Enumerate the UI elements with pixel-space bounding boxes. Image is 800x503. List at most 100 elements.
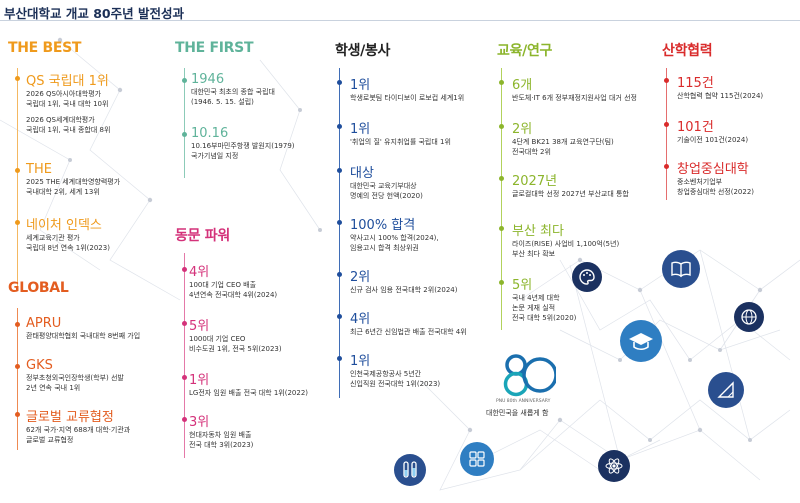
item-desc: 임용고시 합격 최상위권 (350, 244, 419, 252)
timeline-dot (337, 80, 342, 85)
timeline-dot (15, 364, 20, 369)
item-heading: 창업중심대학 (677, 162, 749, 177)
timeline-dot (182, 267, 187, 272)
book-icon (662, 250, 700, 288)
industry-cooperation-section: 산학협력 115건 산학협력 협약 115건(2024) 101건 기술이전 1… (662, 40, 797, 210)
timeline-dot (664, 78, 669, 83)
item-desc: 전국 대학 5위(2020) (512, 314, 577, 322)
item-desc: 약사고시 100% 합격(2024), (350, 234, 439, 242)
item-desc: 대한민국 최초의 종합 국립대 (191, 88, 275, 96)
the-best-timeline (17, 68, 18, 290)
item-desc: 국내 4년제 대학 (512, 294, 560, 302)
the-best-title: THE BEST (8, 40, 82, 56)
item-desc: 라이즈(RISE) 사업비 1,100억(5년) (512, 240, 620, 248)
timeline-dot (15, 76, 20, 81)
graduation-cap-icon (620, 320, 662, 362)
item-desc: 반도체·IT 6개 정부재정지원사업 대거 선정 (512, 94, 637, 102)
item-desc: 2년 연속 국내 1위 (26, 384, 81, 392)
item-desc: 학생로봇팀 타이디보이 로보컵 세계1위 (350, 94, 465, 102)
logo-subtitle: PNU 80th ANNIVERSARY (496, 399, 551, 404)
logo-caption: 대한민국을 새롭게 함 (486, 409, 549, 417)
item-desc: 환태평양대학협회 국내대학 8번째 가입 (26, 332, 141, 340)
atom-icon (598, 450, 630, 482)
item-desc: LG전자 임원 배출 전국 대학 1위(2022) (189, 389, 309, 397)
the-best-section: THE BEST QS 국립대 1위 2026 QS아시아대학평가 국립대 1위… (8, 40, 168, 290)
item-desc: 2025 THE 세계대학영향력평가 (26, 178, 121, 186)
timeline-dot (337, 272, 342, 277)
item-heading: 10.16 (191, 126, 229, 141)
item-heading: 1946 (191, 72, 225, 87)
item-heading: 3위 (189, 415, 210, 430)
timeline-dot (182, 417, 187, 422)
item-desc: 신입직원 전국대학 1위(2023) (350, 380, 441, 388)
item-desc: 글로컬대학 선정 2027년 부산교대 통합 (512, 190, 629, 198)
item-desc: 4단계 BK21 38개 교육연구단(팀) (512, 138, 614, 146)
timeline-dot (337, 168, 342, 173)
item-heading: 2위 (512, 122, 533, 137)
item-desc: 4년연속 전국대학 4위(2024) (189, 291, 278, 299)
timeline-dot (499, 280, 504, 285)
palette-icon (572, 262, 602, 292)
calculator-icon (460, 442, 494, 476)
item-heading: 4위 (189, 265, 210, 280)
timeline-dot (664, 122, 669, 127)
item-desc: 글로벌 교류협정 (26, 436, 74, 444)
global-section: GLOBAL APRU 환태평양대학협회 국내대학 8번째 가입 GKS 정부초… (8, 280, 173, 450)
timeline-dot (337, 220, 342, 225)
globe-icon (734, 302, 764, 332)
item-heading: QS 국립대 1위 (26, 74, 109, 89)
anniversary-80-logo (500, 352, 558, 402)
alumni-power-section: 동문 파워 4위 100대 기업 CEO 배출 4년연속 전국대학 4위(202… (175, 225, 325, 465)
industry-timeline (666, 68, 667, 200)
timeline-dot (182, 375, 187, 380)
timeline-dot (15, 168, 20, 173)
timeline-dot (499, 124, 504, 129)
item-heading: 5위 (512, 278, 533, 293)
item-heading: 101건 (677, 120, 714, 135)
test-tubes-icon (394, 454, 426, 486)
ruler-triangle-icon (708, 372, 744, 408)
item-desc: '취업의 질' 유지취업률 국립대 1위 (350, 138, 451, 146)
item-desc: 신규 검사 임용 전국대학 2위(2024) (350, 286, 458, 294)
item-desc: 2026 QS세계대학평가 (26, 116, 95, 124)
alumni-power-title: 동문 파워 (175, 228, 230, 244)
timeline-dot (182, 321, 187, 326)
item-desc: 국내대학 2위, 세계 13위 (26, 188, 100, 196)
item-desc: 전국대학 2위 (512, 148, 551, 156)
item-heading: 글로벌 교류협정 (26, 410, 114, 425)
timeline-dot (15, 220, 20, 225)
item-desc: 부산 최다 확보 (512, 250, 556, 258)
item-desc: 명예의 전당 헌액(2020) (350, 192, 423, 200)
the-first-title: THE FIRST (175, 40, 254, 56)
timeline-dot (499, 226, 504, 231)
item-heading: APRU (26, 316, 62, 331)
item-desc: 62개 국가·지역 688개 대학·기관과 (26, 426, 131, 434)
education-timeline (501, 68, 502, 330)
item-heading: THE (26, 162, 52, 177)
item-desc: 국립대 1위, 국내 종합대 8위 (26, 126, 111, 134)
global-timeline (17, 308, 18, 450)
item-desc: 비수도권 1위, 전국 5위(2023) (189, 345, 282, 353)
student-service-section: 학생/봉사 1위 학생로봇팀 타이디보이 로보컵 세계1위 1위 '취업의 질'… (335, 40, 495, 400)
logo-80-mark (503, 354, 558, 397)
student-timeline (339, 68, 340, 398)
item-desc: 현대자동차 임원 배출 (189, 431, 252, 439)
item-desc: 논문 게재 실적 (512, 304, 556, 312)
timeline-dot (499, 176, 504, 181)
item-heading: 부산 최다 (512, 224, 564, 239)
item-heading: 1위 (350, 354, 371, 369)
item-heading: 100% 합격 (350, 218, 416, 233)
item-heading: 5위 (189, 319, 210, 334)
item-desc: 국립대 8년 연속 1위(2023) (26, 244, 110, 252)
timeline-dot (499, 80, 504, 85)
item-desc: 100대 기업 CEO 배출 (189, 281, 257, 289)
item-heading: 2027년 (512, 174, 558, 189)
industry-cooperation-title: 산학협력 (662, 43, 713, 59)
item-desc: 전국 대학 3위(2023) (189, 441, 254, 449)
timeline-dot (337, 356, 342, 361)
title-divider (0, 20, 800, 21)
timeline-dot (337, 124, 342, 129)
timeline-dot (664, 164, 669, 169)
item-heading: 대상 (350, 166, 374, 181)
item-desc: 인천국제공항공사 5년간 (350, 370, 422, 378)
